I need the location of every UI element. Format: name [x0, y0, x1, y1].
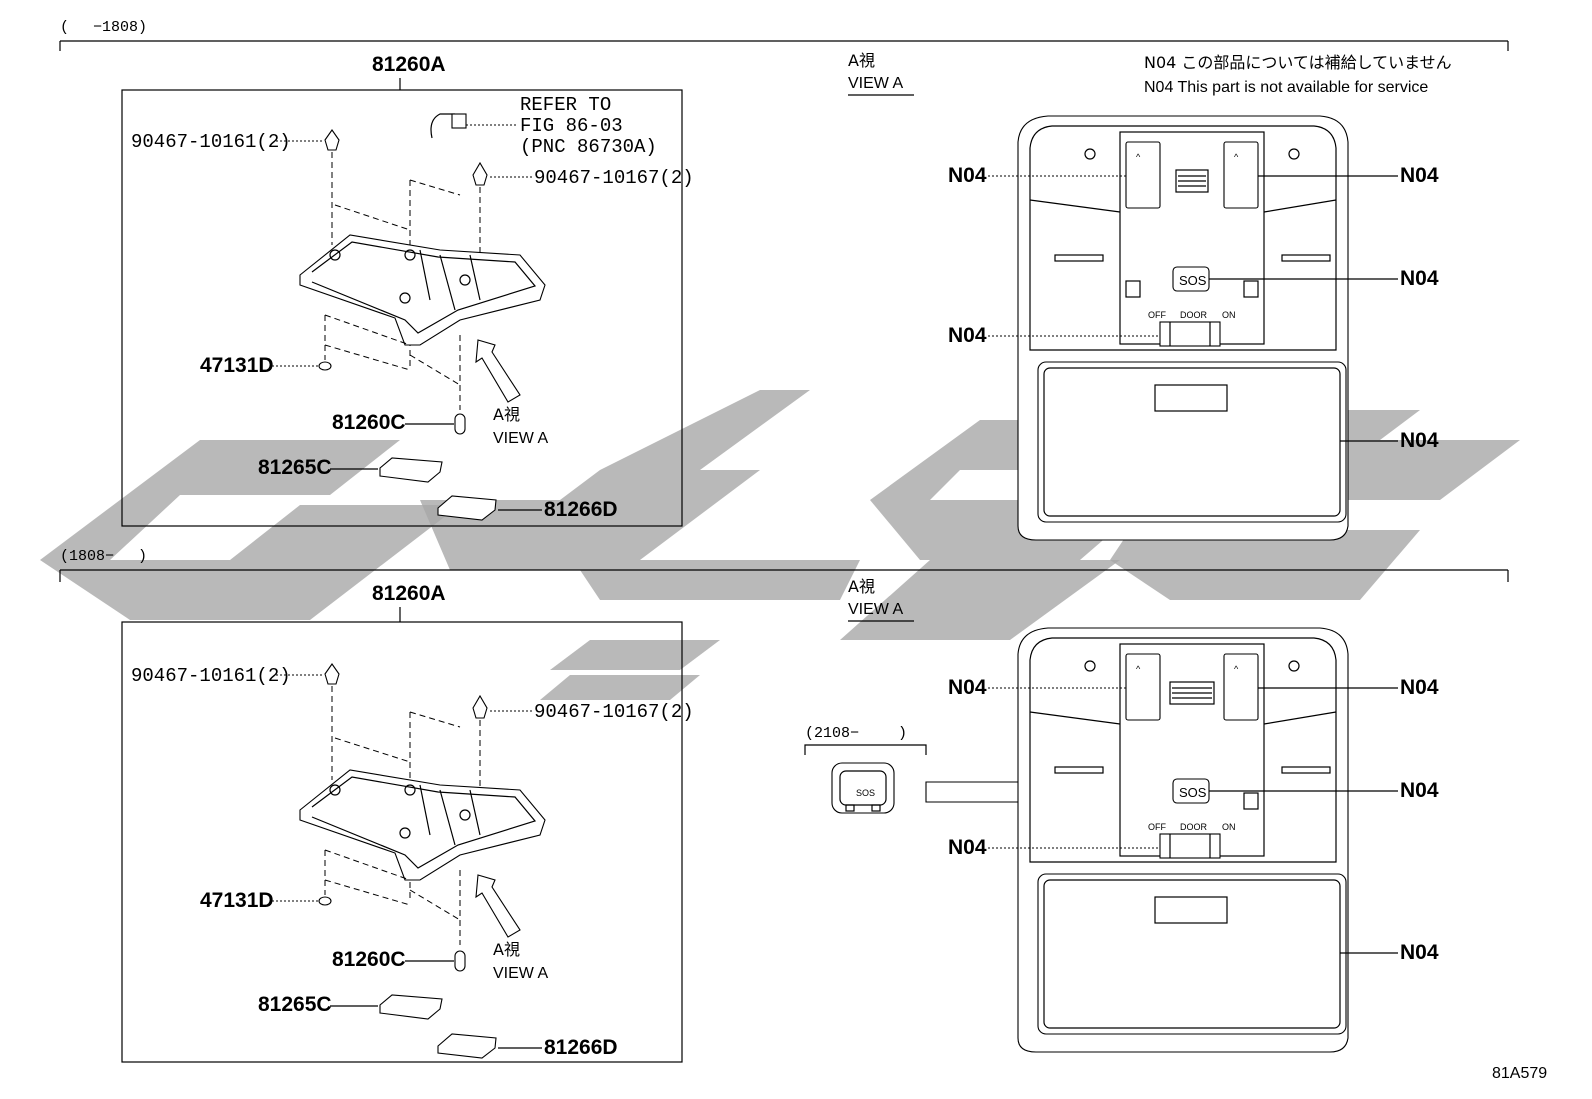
cap-icon — [318, 361, 332, 371]
section-2-callout-2: N04 — [1400, 676, 1439, 699]
section-1-callout-1: N04 — [948, 164, 987, 187]
svg-text:SOS: SOS — [1179, 273, 1207, 288]
note-en: N04 This part is not available for servi… — [1144, 79, 1428, 96]
svg-text:^: ^ — [1234, 664, 1239, 674]
svg-text:ON: ON — [1222, 822, 1236, 832]
clip-left-icon — [324, 129, 340, 245]
section-1-console-panel: ^ ^ SOS OFF DOOR ON — [1017, 115, 1349, 541]
section-2-clip-right-label: 90467-10167(2) — [534, 701, 694, 723]
section-2-view-en: VIEW A — [848, 601, 903, 618]
lens-a-icon — [379, 457, 443, 483]
svg-text:OFF: OFF — [1148, 822, 1166, 832]
bulb-icon — [454, 413, 466, 435]
section-1-callout-4: N04 — [948, 324, 987, 347]
section-2-range: (1808− ) — [60, 548, 147, 565]
svg-text:OFF: OFF — [1148, 310, 1166, 320]
section-2-assembly-number: 81260A — [372, 582, 446, 605]
section-1-bulb-label: 81260C — [332, 411, 406, 434]
svg-text:SOS: SOS — [1179, 785, 1207, 800]
section-1-clip-left-label: 90467-10161(2) — [131, 131, 291, 153]
lens-b-icon — [437, 495, 497, 521]
svg-text:^: ^ — [1136, 664, 1141, 674]
svg-text:DOOR: DOOR — [1180, 822, 1208, 832]
wire-connector-icon — [430, 113, 518, 139]
bulb-icon — [454, 950, 466, 972]
refer-line-2: FIG 86-03 — [520, 115, 623, 137]
lens-b-icon — [437, 1033, 497, 1059]
section-1-callout-5: N04 — [1400, 429, 1439, 452]
section-1-callout-3: N04 — [1400, 267, 1439, 290]
section-1-view-en: VIEW A — [848, 75, 903, 92]
map-lamp-housing-icon — [299, 711, 546, 945]
section-1-assembly-number: 81260A — [372, 53, 446, 76]
clip-left-icon — [324, 663, 340, 780]
section-1-clip-right-label: 90467-10167(2) — [534, 167, 694, 189]
section-2-bulb-label: 81260C — [332, 948, 406, 971]
clip-right-icon — [472, 694, 488, 800]
lens-a-icon — [379, 994, 443, 1020]
section-2-console-panel: ^ ^ SOS OFF DOOR ON — [1017, 627, 1349, 1053]
refer-line-3: (PNC 86730A) — [520, 136, 657, 158]
section-1-callout-2: N04 — [1400, 164, 1439, 187]
section-2-arrow-view-en: VIEW A — [493, 965, 548, 982]
section-2-cap-label: 47131D — [200, 889, 274, 912]
svg-text:^: ^ — [1234, 152, 1239, 162]
svg-text:SOS: SOS — [856, 788, 875, 798]
svg-text:^: ^ — [1136, 152, 1141, 162]
section-2-sub-range: (2108− ) — [805, 725, 907, 742]
section-2-assembly-frame — [121, 621, 683, 1063]
view-a-arrow-icon — [475, 339, 521, 403]
section-1-assembly-frame — [121, 89, 683, 527]
clip-right-icon — [472, 161, 488, 270]
section-1-view-jp: A視 — [848, 51, 875, 70]
section-2-callout-1: N04 — [948, 676, 987, 699]
refer-line-1: REFER TO — [520, 94, 611, 116]
section-2-lens-a-label: 81265C — [258, 993, 332, 1016]
view-a-arrow-icon — [475, 874, 521, 938]
section-1-lens-a-label: 81265C — [258, 456, 332, 479]
section-2-callout-4: N04 — [948, 836, 987, 859]
cap-icon — [318, 896, 332, 906]
sos-button-part-icon: SOS — [831, 762, 895, 814]
section-2-callout-5: N04 — [1400, 941, 1439, 964]
section-1-range: ( −1808) — [60, 19, 147, 36]
diagram-id: 81A579 — [1492, 1065, 1547, 1082]
section-1-arrow-view-en: VIEW A — [493, 430, 548, 447]
section-2-view-jp: A視 — [848, 577, 875, 596]
svg-text:DOOR: DOOR — [1180, 310, 1208, 320]
map-lamp-housing-icon — [299, 179, 546, 410]
section-2-lens-b-label: 81266D — [544, 1036, 618, 1059]
section-2-clip-left-label: 90467-10161(2) — [131, 665, 291, 687]
section-1-cap-label: 47131D — [200, 354, 274, 377]
svg-text:ON: ON — [1222, 310, 1236, 320]
section-1-arrow-view-jp: A視 — [493, 405, 520, 424]
section-2-callout-3: N04 — [1400, 779, 1439, 802]
note-jp: N04 この部品については補給していません — [1144, 53, 1452, 72]
section-2-arrow-view-jp: A視 — [493, 940, 520, 959]
section-1-lens-b-label: 81266D — [544, 498, 618, 521]
